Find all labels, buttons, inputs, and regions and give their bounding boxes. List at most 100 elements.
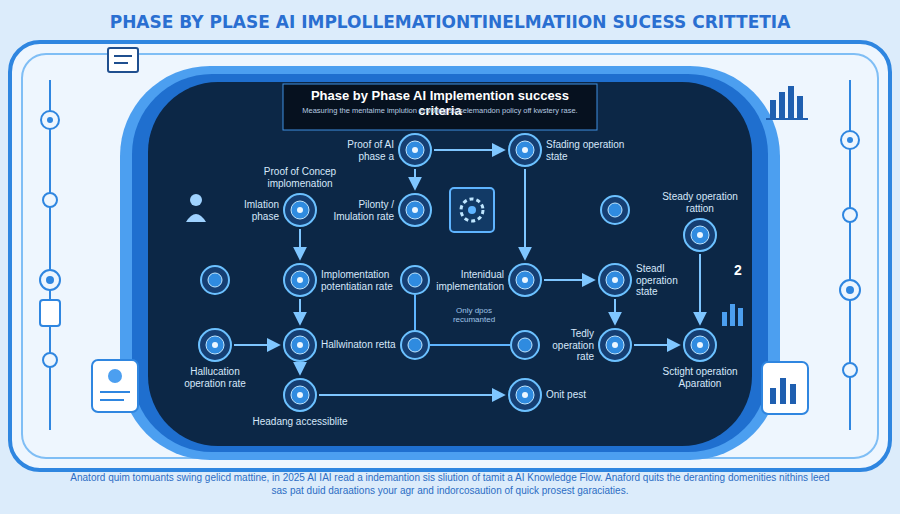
phase-node: Implomentation potentiatian rate — [283, 263, 317, 297]
decor-shape — [450, 188, 494, 232]
decor-shape — [730, 304, 735, 326]
decor-shape — [509, 264, 541, 296]
decor-shape — [41, 111, 59, 129]
decor-shape — [297, 392, 303, 398]
decor-shape — [684, 219, 716, 251]
phase-node: Hallwinaton retta — [283, 328, 317, 362]
flow-connector — [319, 394, 503, 396]
node-circle — [283, 263, 317, 297]
decor-shape — [509, 134, 541, 166]
phase-node: Tedly operation rate — [598, 328, 632, 362]
decor-shape — [843, 208, 857, 222]
decor-shape — [412, 147, 418, 153]
decor-shape — [601, 196, 629, 224]
flow-connector — [299, 229, 301, 258]
flow-connector — [434, 149, 503, 151]
decor-shape — [408, 273, 422, 287]
decor-shape — [612, 277, 618, 283]
node-label: Steady operation rattion — [655, 191, 745, 214]
decor-shape — [190, 194, 202, 206]
node-label: Onit pest — [546, 389, 616, 401]
decor-shape — [291, 336, 309, 354]
decor-shape — [208, 273, 222, 287]
decor-shape — [291, 271, 309, 289]
flow-connector — [234, 344, 278, 346]
decor-shape — [522, 392, 528, 398]
decor-shape — [841, 131, 859, 149]
phase-node: Sfading operation state — [508, 133, 542, 167]
decor-shape — [201, 266, 229, 294]
node-circle — [283, 328, 317, 362]
node-label: Proof of Concep implomenation — [257, 166, 343, 189]
caption: Anatord quim tomuants swing gelicd matti… — [70, 472, 830, 497]
decor-shape — [114, 62, 128, 64]
decor-shape — [606, 271, 624, 289]
decor-shape — [399, 134, 431, 166]
decor-shape — [509, 379, 541, 411]
decor-shape — [114, 55, 132, 57]
decor-shape — [297, 207, 303, 213]
decor-shape — [408, 338, 422, 352]
node-circle — [683, 328, 717, 362]
decor-shape — [47, 117, 53, 123]
decor-shape — [49, 80, 51, 430]
decor-shape — [522, 147, 528, 153]
label-text: Measuring the mentaime implution envolin… — [290, 106, 590, 115]
phase-node: Pilonty / Imulation rate — [398, 193, 432, 227]
decor-shape — [516, 141, 534, 159]
decor-shape — [612, 342, 618, 348]
decor-shape — [412, 207, 418, 213]
label-text: 2 — [728, 262, 748, 278]
decor-shape — [46, 117, 854, 294]
decor-shape — [46, 276, 54, 284]
decor-shape — [108, 369, 122, 383]
decor-shape — [283, 84, 597, 130]
decor-shape — [284, 194, 316, 226]
decor-shape — [206, 336, 224, 354]
decor-shape — [92, 360, 138, 412]
node-label: Pilonty / Imulation rate — [324, 199, 394, 222]
decor-shape — [780, 378, 786, 404]
decor-shape — [608, 203, 622, 217]
decor-shape — [108, 48, 138, 72]
node-circle — [508, 133, 542, 167]
decor-shape — [40, 300, 60, 326]
decor-shape — [722, 312, 727, 326]
node-circle — [398, 193, 432, 227]
node-circle — [198, 328, 232, 362]
label-text: Only dpos recumanted — [436, 306, 512, 324]
decor-shape — [770, 86, 803, 118]
node-label: Sctight operation Aparation — [655, 366, 745, 389]
decor-shape — [291, 386, 309, 404]
decor-shape — [797, 96, 803, 118]
flow-connector — [634, 344, 678, 346]
decor-shape — [697, 342, 703, 348]
phase-node: Headang accessiblite — [283, 378, 317, 412]
decor-shape — [406, 141, 424, 159]
decor-shape — [691, 226, 709, 244]
decor-shape — [22, 54, 878, 458]
decor-shape — [511, 331, 539, 359]
node-circle — [598, 328, 632, 362]
node-label: Hallucation operation rate — [175, 366, 255, 389]
decor-shape — [43, 193, 57, 207]
decor-shape — [722, 304, 743, 326]
node-label: Intenidual implementation — [432, 269, 504, 292]
decor-shape — [291, 201, 309, 219]
title: PHASE BY PLASE AI IMPLOLLEMATIONTINELMAT… — [0, 12, 900, 32]
decor-shape — [148, 82, 752, 446]
decor-shape — [516, 271, 534, 289]
decor-shape — [788, 86, 794, 118]
decor-shape — [606, 336, 624, 354]
flow-connector — [699, 254, 701, 323]
decor-shape — [847, 137, 853, 143]
node-circle — [598, 263, 632, 297]
flow-connector — [299, 364, 301, 373]
phase-node: Steady operation rattion — [683, 218, 717, 252]
node-circle — [683, 218, 717, 252]
decor-shape — [599, 264, 631, 296]
decor-shape — [518, 338, 532, 352]
decor-shape — [461, 199, 483, 221]
